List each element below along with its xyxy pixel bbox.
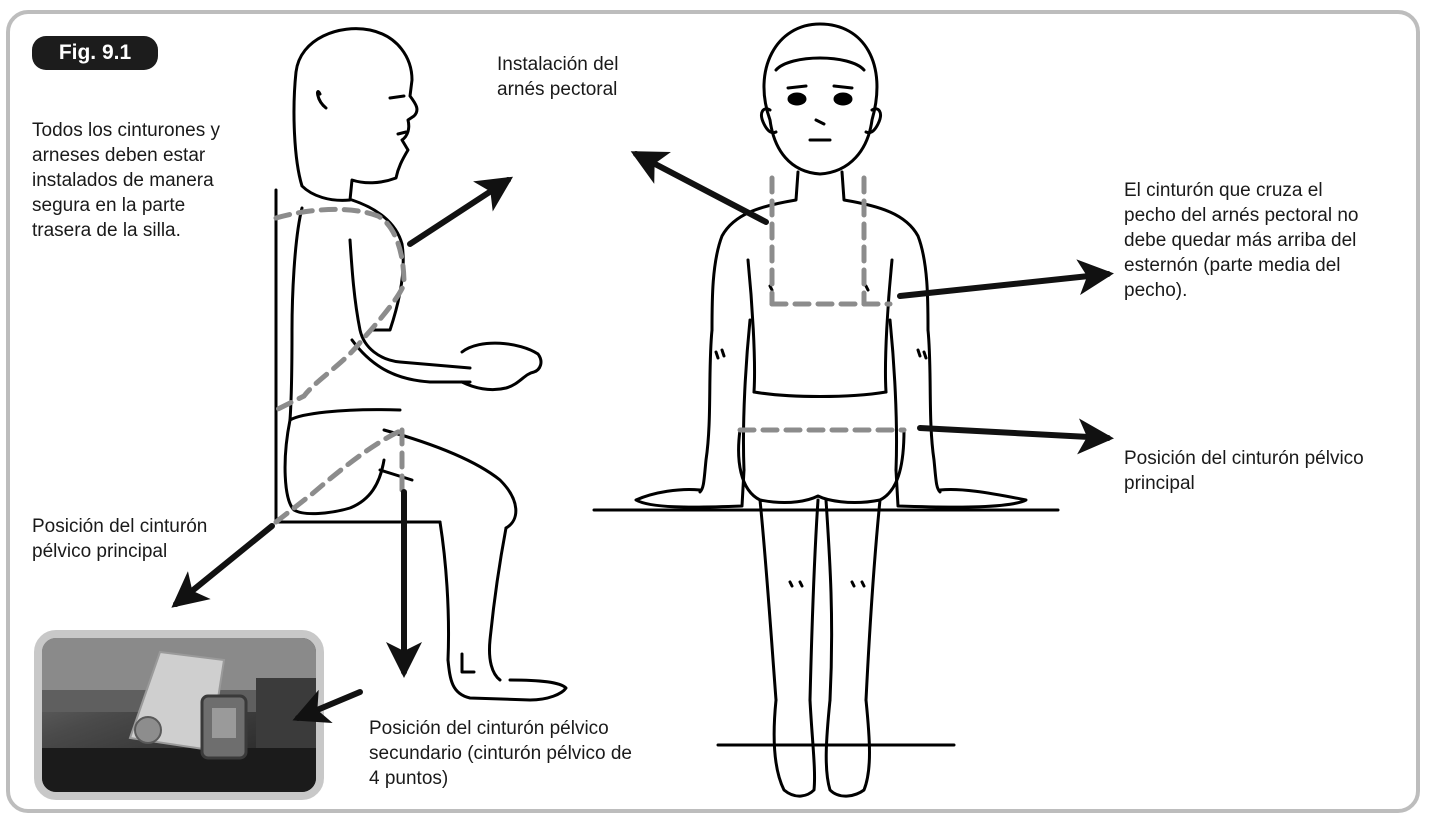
- arrow-install-harness: [636, 154, 766, 222]
- arrow-pelvic-side: [176, 526, 272, 604]
- arrows: [176, 154, 1108, 718]
- arrow-buckle: [298, 692, 360, 718]
- seated-child-front-view: [594, 24, 1058, 796]
- arrow-side-chest: [410, 180, 508, 244]
- arrow-chest-belt: [900, 274, 1108, 296]
- main-pelvic-strap-side: [276, 430, 402, 522]
- arrow-pelvic-front: [920, 428, 1108, 438]
- seated-child-side-view: [276, 29, 566, 700]
